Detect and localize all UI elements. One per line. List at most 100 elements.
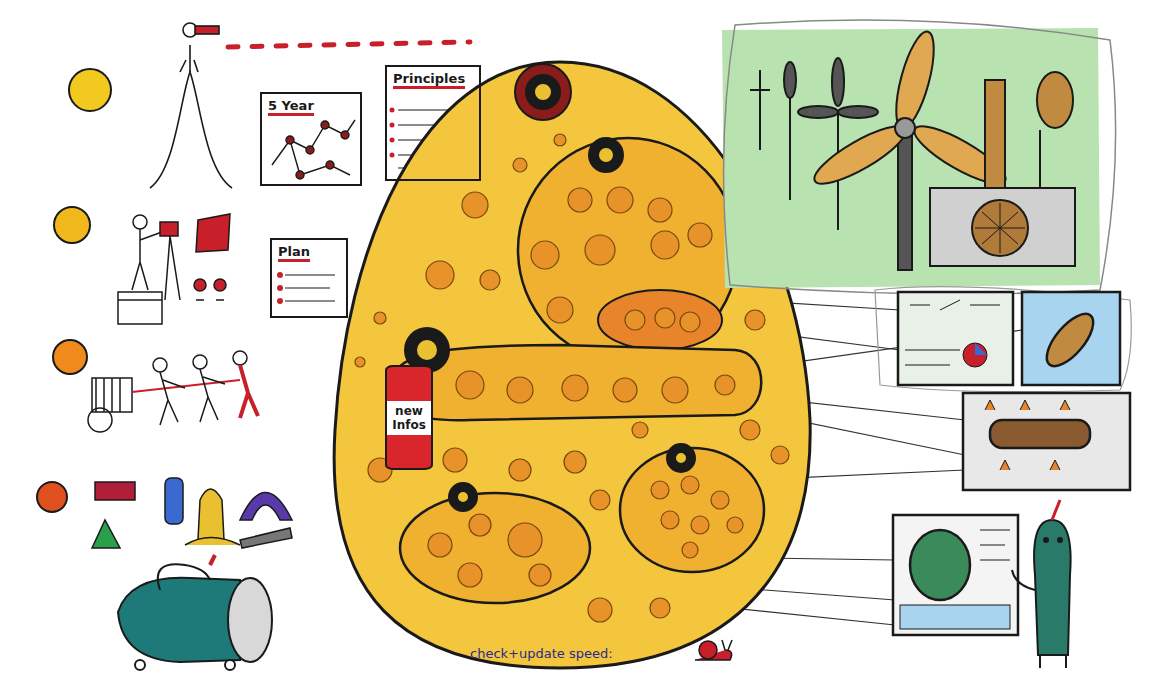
cactus-figure-part <box>1044 538 1048 542</box>
eye-circles-part <box>534 83 552 101</box>
idea-dots-part <box>715 375 735 395</box>
wind-turbines-part <box>889 28 942 132</box>
info-panels-part <box>900 605 1010 629</box>
idea-dots-part <box>507 377 533 403</box>
idea-dots-part <box>681 476 699 494</box>
info-panels-part <box>893 515 1018 635</box>
mountain-lookout-part <box>150 72 232 188</box>
map-route-part <box>286 121 349 179</box>
sun-dots-part <box>69 69 111 111</box>
plan-lines-part <box>277 272 283 304</box>
wind-turbines-part <box>832 58 844 106</box>
map-route-part <box>341 131 349 139</box>
pulling-team-part <box>160 372 185 425</box>
plan-lines-part <box>277 272 283 278</box>
info-panels-part <box>963 343 987 367</box>
presenter-scene-part <box>133 215 147 229</box>
wind-turbines-part <box>789 95 791 200</box>
idea-dots-part <box>588 598 612 622</box>
wind-turbines-part <box>985 80 1005 190</box>
info-panels <box>875 287 1131 635</box>
mountain-lookout-part <box>180 60 198 72</box>
toy-shapes-part <box>165 478 183 524</box>
node-text: 5 Year <box>268 98 314 116</box>
idea-dots-part <box>662 377 688 403</box>
sun-dots-part <box>53 340 87 374</box>
idea-dots-part <box>355 357 365 367</box>
toy-shapes-part <box>240 493 292 521</box>
toy-shapes-part <box>198 489 224 540</box>
snail <box>695 640 732 660</box>
toy-shapes-part <box>240 528 292 548</box>
presenter-scene-part <box>196 214 230 252</box>
pulling-team-part <box>88 408 112 432</box>
principles-lines-part <box>390 123 395 128</box>
snail-part <box>722 640 732 650</box>
node-text: Principles <box>393 71 465 89</box>
knowledge-blob-part <box>518 138 738 362</box>
cactus-figure-part <box>1052 500 1060 520</box>
wind-turbines-part <box>798 106 838 118</box>
energy-field-part <box>722 28 1100 288</box>
idea-dots-part <box>613 378 637 402</box>
plan-lines-part <box>285 300 335 301</box>
info-panels-part <box>985 400 1070 470</box>
map-route-part <box>321 121 329 129</box>
idea-dots-part <box>607 187 633 213</box>
toy-shapes <box>92 478 292 548</box>
energy-field <box>722 20 1116 294</box>
cactus-figure-part <box>1058 538 1062 542</box>
idea-dots-part <box>632 422 648 438</box>
toy-shapes-part <box>92 520 120 548</box>
eye-circles-part <box>449 483 477 511</box>
pulling-team-part <box>233 351 247 365</box>
knowledge-blob-part <box>400 493 590 603</box>
info-panels-part <box>1039 306 1102 373</box>
vacuum-cleaner-part <box>228 578 272 662</box>
principles-lines-part <box>390 138 395 143</box>
idea-dots-part <box>745 310 765 330</box>
idea-dots-part <box>531 241 559 269</box>
eye-circles-part <box>675 452 687 464</box>
idea-dots-part <box>562 375 588 401</box>
idea-dots-part <box>458 563 482 587</box>
info-panels-part <box>1022 292 1120 385</box>
idea-dots-part <box>547 297 573 323</box>
wind-turbines-part <box>1037 72 1073 128</box>
idea-dots-part <box>529 564 551 586</box>
plan-paper: 5 Year <box>260 92 362 186</box>
plan-lines <box>277 272 335 304</box>
eye-circles-part <box>515 64 571 120</box>
idea-dots-part <box>771 446 789 464</box>
vacuum-cleaner <box>118 555 272 670</box>
sun-dots-part <box>37 482 67 512</box>
vacuum-cleaner-part <box>210 555 215 565</box>
node-text: new Infos <box>387 401 431 435</box>
wind-turbines-part <box>1039 130 1041 195</box>
presenter-scene-part <box>160 222 178 236</box>
principles-paper: Principles <box>385 65 481 181</box>
mountain-lookout <box>150 23 232 188</box>
cactus-figure-part <box>1040 655 1066 668</box>
idea-dots-part <box>564 451 586 473</box>
eye-circles-part <box>416 339 438 361</box>
plan-lines-part <box>277 298 283 304</box>
idea-dots-part <box>688 223 712 247</box>
idea-dots-part <box>727 517 743 533</box>
vacuum-cleaner-part <box>118 578 240 662</box>
idea-dots-part <box>513 158 527 172</box>
presenter-scene-part <box>194 279 206 291</box>
vacuum-cleaner-part <box>158 564 210 590</box>
wind-turbines-part <box>759 70 761 150</box>
wind-turbines <box>750 28 1075 270</box>
dashed-sightline <box>228 42 470 47</box>
idea-dots-part <box>711 491 729 509</box>
idea-dots-part <box>590 490 610 510</box>
idea-dots-part <box>443 448 467 472</box>
principles-lines-part <box>390 108 395 113</box>
map-route-part <box>272 120 355 175</box>
info-panels-part <box>875 287 1131 392</box>
presenter-scene-part <box>118 292 162 324</box>
pulling-team-part <box>200 369 225 422</box>
